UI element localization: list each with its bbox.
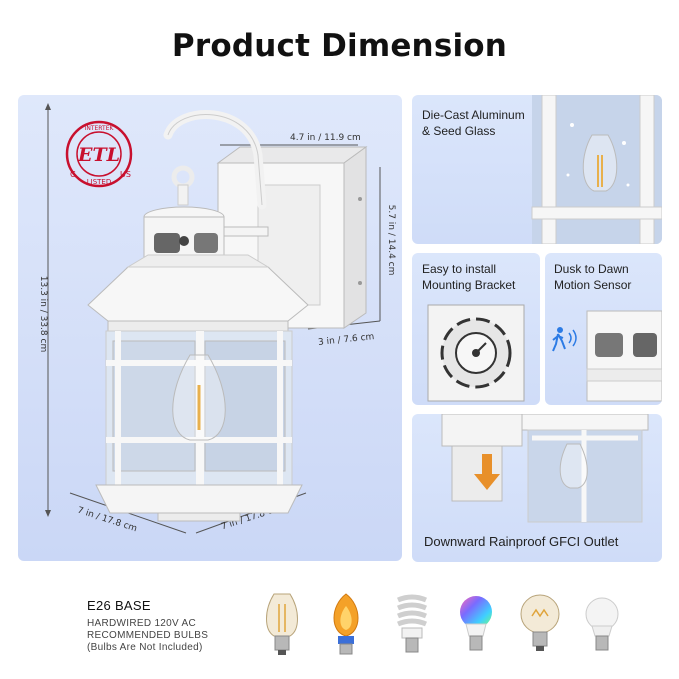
aluminum-label-line2: & Seed Glass <box>422 124 496 138</box>
bulb-led-icon <box>585 597 619 651</box>
base-type-title: E26 BASE <box>87 598 151 613</box>
svg-text:INTERTEK: INTERTEK <box>85 125 115 132</box>
gfci-outlet-image <box>441 414 649 523</box>
bulb-edison-icon <box>266 593 298 655</box>
gfci-feature-panel: Downward Rainproof GFCI Outlet <box>412 414 662 562</box>
bracket-feature-panel: Easy to install Mounting Bracket <box>412 253 540 405</box>
box-width-label: 4.7 in / 11.9 cm <box>290 133 361 143</box>
wall-lantern-image <box>87 110 368 522</box>
bulb-info: E26 BASE HARDWIRED 120V AC RECOMMENDED B… <box>87 598 208 654</box>
bulb-flame-icon <box>333 593 359 655</box>
motion-feature-panel: Dusk to Dawn Motion Sensor <box>545 253 662 405</box>
svg-text:LISTED: LISTED <box>87 178 112 186</box>
main-dimension-panel: ETL INTERTEK LISTED C US 13.3 in / 33.8 … <box>18 95 402 561</box>
svg-text:C: C <box>70 170 76 179</box>
gfci-label: Downward Rainproof GFCI Outlet <box>424 534 619 549</box>
walking-person-icon <box>552 327 577 352</box>
bulb-spiral-icon <box>397 594 427 653</box>
etl-listed-logo: ETL INTERTEK LISTED C US <box>65 120 133 188</box>
bulb-info-line3: (Bulbs Are Not Included) <box>87 642 203 653</box>
page-title: Product Dimension <box>171 28 508 64</box>
motion-label-line1: Dusk to Dawn <box>554 262 629 276</box>
mounting-bracket-image <box>427 304 525 402</box>
down-arrow-icon <box>474 454 500 490</box>
svg-text:US: US <box>120 170 131 179</box>
bracket-label-line1: Easy to install <box>422 262 497 276</box>
bulb-info-line2: RECOMMENDED BULBS <box>87 630 209 641</box>
bracket-label-line2: Mounting Bracket <box>422 278 516 292</box>
bulb-globe-icon <box>520 594 560 651</box>
seed-glass-closeup-image <box>531 95 662 244</box>
aluminum-label-line1: Die-Cast Aluminum <box>422 108 525 122</box>
motion-sensor-image <box>552 310 662 402</box>
bulb-info-line1: HARDWIRED 120V AC <box>87 618 197 629</box>
aluminum-feature-panel: Die-Cast Aluminum & Seed Glass <box>412 95 662 244</box>
motion-label-line2: Motion Sensor <box>554 278 632 292</box>
svg-text:ETL: ETL <box>77 144 120 166</box>
bulb-rgb-icon <box>460 596 492 651</box>
